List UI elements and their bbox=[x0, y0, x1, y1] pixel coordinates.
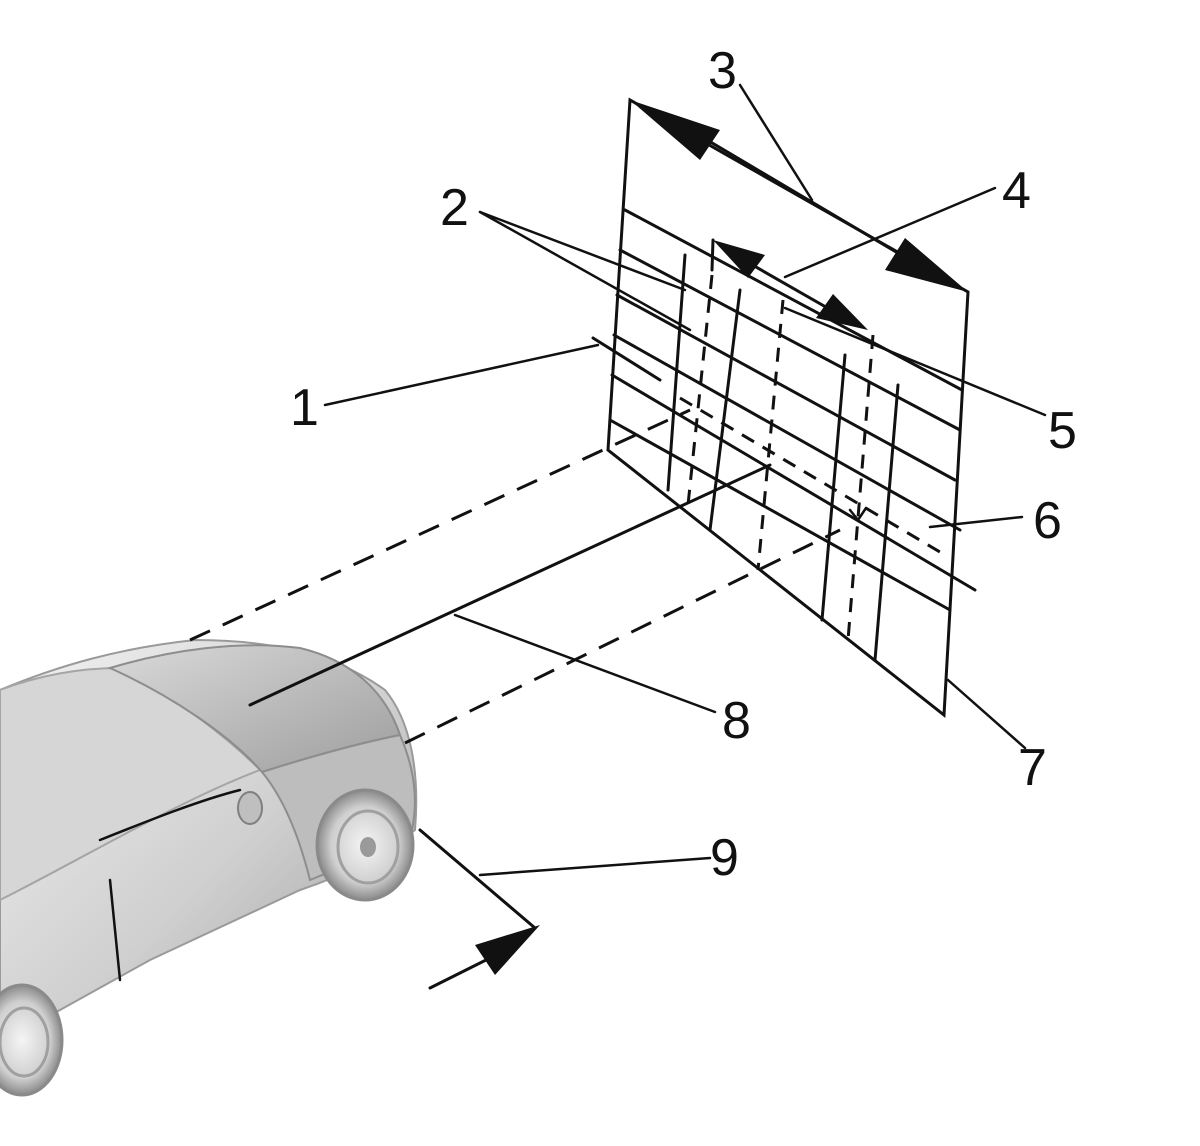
screen-line-h3 bbox=[615, 293, 957, 482]
callout-6: 6 bbox=[1033, 492, 1062, 550]
callout-8: 8 bbox=[722, 692, 751, 750]
leader-lines bbox=[323, 83, 1047, 877]
screen-dashed-right-lamp bbox=[846, 334, 875, 641]
leader-9 bbox=[478, 856, 712, 877]
vehicle-windshield bbox=[0, 666, 262, 902]
leader-7 bbox=[946, 678, 1027, 750]
callout-2: 2 bbox=[440, 179, 469, 237]
vehicle-door-line-2 bbox=[108, 878, 122, 982]
screen-line-v3 bbox=[820, 353, 847, 622]
vehicle bbox=[0, 638, 418, 1097]
screen-line-v2 bbox=[708, 288, 742, 532]
callout-7: 7 bbox=[1018, 739, 1047, 797]
callout-labels: 1 2 3 4 5 6 7 8 9 bbox=[290, 42, 1077, 887]
leader-8 bbox=[453, 613, 717, 714]
screen-line-h6 bbox=[608, 418, 952, 612]
screen-dashed-center bbox=[756, 299, 785, 571]
leader-2b bbox=[478, 210, 692, 332]
vehicle-mirror bbox=[237, 791, 263, 825]
callout-4: 4 bbox=[1002, 162, 1031, 220]
projection-centerline bbox=[248, 463, 772, 707]
vehicle-front-wheel bbox=[315, 788, 415, 902]
leader-5 bbox=[783, 306, 1047, 417]
vehicle-door-line bbox=[98, 788, 242, 842]
leader-2a bbox=[478, 210, 687, 292]
screen-tick-1 bbox=[591, 336, 662, 382]
leader-1 bbox=[323, 343, 600, 407]
vehicle-rear-wheel bbox=[0, 983, 64, 1097]
projection-dashed-upper bbox=[189, 408, 691, 642]
screen-line-v5 bbox=[710, 238, 715, 272]
projection-dashed-lower bbox=[404, 528, 841, 745]
screen-small-arrow bbox=[848, 506, 868, 523]
screen-line-v4 bbox=[873, 383, 900, 662]
screen-line-h1 bbox=[623, 208, 964, 392]
lamp-spacing-arrow bbox=[713, 240, 868, 330]
leader-3 bbox=[738, 83, 814, 202]
screen-line-h2 bbox=[618, 248, 962, 432]
screen-line-h4 bbox=[612, 333, 962, 532]
screen-line-v1 bbox=[666, 253, 687, 492]
callout-5: 5 bbox=[1048, 402, 1077, 460]
screen-line-h5 bbox=[610, 373, 977, 592]
screen-width-arrow bbox=[630, 100, 968, 292]
callout-9: 9 bbox=[710, 829, 739, 887]
callout-1: 1 bbox=[290, 379, 319, 437]
callout-3: 3 bbox=[708, 42, 737, 100]
distance-arrow bbox=[418, 828, 540, 990]
leader-4 bbox=[783, 186, 997, 279]
leader-6 bbox=[928, 515, 1024, 529]
screen-outline bbox=[606, 97, 970, 718]
screen-dashed-left-lamp bbox=[686, 274, 714, 506]
